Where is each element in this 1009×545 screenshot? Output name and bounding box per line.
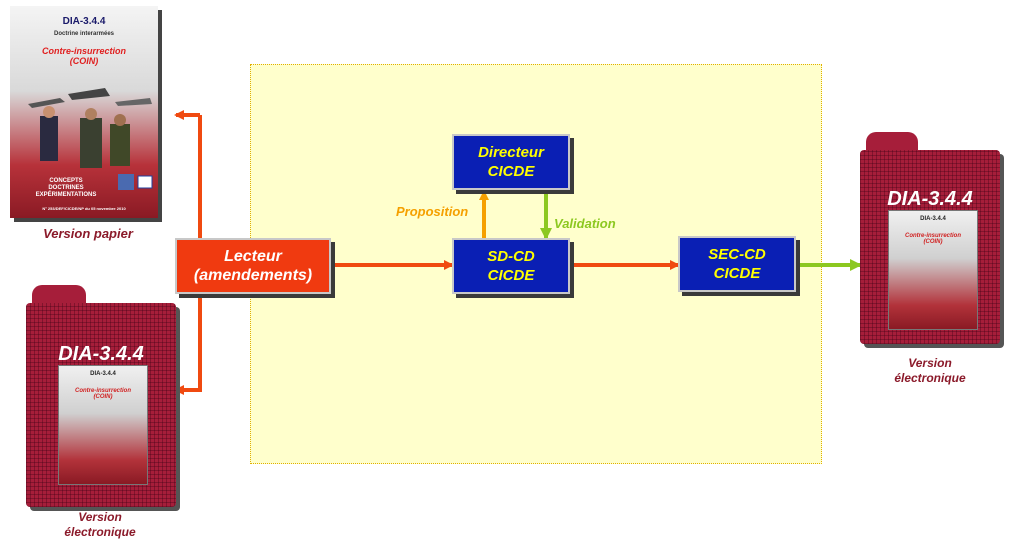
sdcd-label: SD-CD CICDE (487, 248, 535, 284)
mini-doc-id: DIA-3.4.4 (90, 371, 116, 377)
seccd-cicde-box: SEC-CD CICDE (678, 236, 796, 292)
cover-doctrine: Doctrine interarmées (53, 31, 115, 37)
proposition-label: Proposition (396, 204, 469, 219)
mini-doc-id-right: DIA-3.4.4 (920, 216, 946, 222)
directeur-cicde-box: Directeur CICDE (452, 134, 570, 190)
folder-right-title: DIA-3.4.4 (887, 188, 973, 210)
lecteur-label: Lecteur (amendements) (193, 248, 313, 284)
seccd-label: SEC-CD CICDE (708, 246, 766, 282)
caption-electronic-left: Version électronique (64, 510, 136, 539)
cover-ref: N° 253/DEF/CICDE/NP du 05 novembre 2010 (42, 206, 126, 211)
validation-label: Validation (554, 216, 616, 231)
mini-topic: Contre-insurrection (COIN) (74, 388, 131, 400)
lecteur-box: Lecteur (amendements) (175, 238, 331, 294)
arrow-lecteur-down (174, 292, 202, 395)
paper-cover: DIA-3.4.4 Doctrine interarmées Contre-in… (10, 6, 158, 218)
folder-right-mini-cover: DIA-3.4.4 Contre-insurrection (COIN) (888, 210, 978, 330)
folder-left-title: DIA-3.4.4 (58, 343, 144, 365)
cover-illustration (28, 88, 153, 190)
folder-right: DIA-3.4.4 DIA-3.4.4 Contre-insurrection … (860, 132, 1000, 344)
caption-electronic-right: Version électronique (894, 356, 966, 385)
folder-left: DIA-3.4.4 DIA-3.4.4 Contre-insurrection … (26, 285, 176, 507)
sdcd-cicde-box: SD-CD CICDE (452, 238, 570, 294)
mini-topic-right: Contre-insurrection (COIN) (904, 233, 961, 245)
directeur-label: Directeur CICDE (478, 144, 544, 180)
cover-topic: Contre-insurrection (COIN) (41, 46, 126, 66)
folder-left-mini-cover: DIA-3.4.4 Contre-insurrection (COIN) (58, 365, 148, 485)
caption-paper: Version papier (43, 226, 133, 241)
cover-doc-id: DIA-3.4.4 (62, 16, 106, 27)
cover-series: CONCEPTS DOCTRINES EXPÉRIMENTATIONS (35, 178, 97, 198)
